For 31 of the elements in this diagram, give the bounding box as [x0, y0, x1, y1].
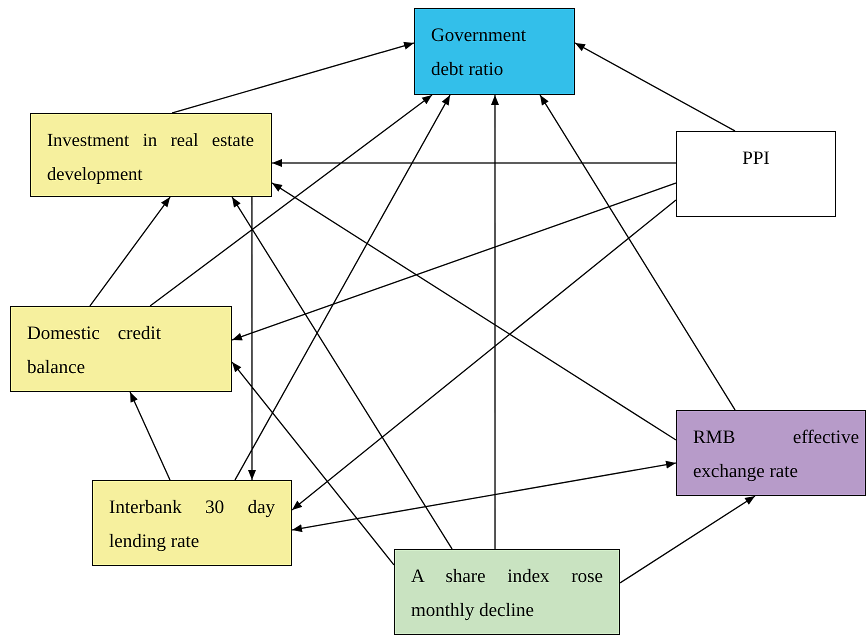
process-box [92, 480, 292, 566]
arrow [620, 495, 756, 584]
box-label: Interbank 30 day lending rate [109, 496, 275, 554]
box-label: RMB effective exchange rate [693, 426, 859, 484]
box-label: Domestic credit balance [27, 322, 161, 380]
process-box [676, 131, 836, 217]
box-label: Government debt ratio [431, 24, 527, 82]
arrow [272, 158, 676, 167]
process-box [10, 306, 232, 392]
arrow [292, 460, 676, 532]
box-label: PPI [741, 147, 771, 171]
arrow [272, 182, 676, 441]
arrow [232, 196, 453, 550]
box-label: Investment in real estate development [47, 130, 255, 187]
arrow [248, 197, 256, 480]
arrow [130, 392, 171, 480]
arrow [232, 362, 394, 566]
arrow [540, 94, 736, 410]
arrow [150, 94, 432, 307]
process-box [676, 410, 866, 496]
process-box [394, 549, 620, 635]
process-box [30, 113, 272, 197]
arrow [234, 94, 451, 480]
arrow [232, 182, 676, 341]
arrow [490, 95, 499, 549]
box-label: A share index rose monthly decline [411, 565, 603, 623]
arrow [89, 196, 171, 306]
process-box [414, 8, 575, 95]
arrow [292, 199, 676, 511]
arrow [172, 42, 414, 114]
arrow [574, 42, 736, 132]
